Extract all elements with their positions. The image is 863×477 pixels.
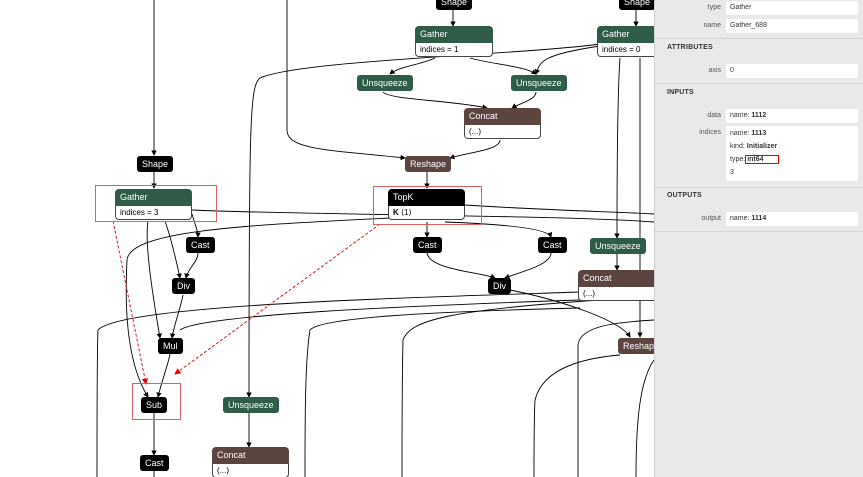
- reshape-node-mid[interactable]: Reshape: [405, 156, 452, 172]
- attributes-header: ATTRIBUTES: [667, 44, 713, 51]
- indices-input-value[interactable]: name: 1113 kind: Initializer type:int64 …: [726, 126, 858, 181]
- gather-node-indices-1[interactable]: Gather indices = 1: [415, 26, 493, 57]
- edge: [426, 252, 496, 279]
- gather-node-indices-0[interactable]: Gather indices = 0: [597, 26, 654, 57]
- indices-input-label: indices: [699, 129, 721, 136]
- edge: [191, 213, 201, 238]
- cast-node-bottom[interactable]: Cast: [140, 455, 169, 471]
- data-input-label: data: [707, 112, 721, 119]
- annotation-arrow: [174, 223, 381, 375]
- unsqueeze-node-b[interactable]: Unsqueeze: [511, 75, 567, 91]
- highlight-box-gather: [95, 185, 217, 222]
- div-node-a[interactable]: Div: [172, 278, 195, 294]
- concat-node-top[interactable]: Concat (...): [464, 108, 541, 139]
- edge: [577, 319, 654, 477]
- reshape-node-right[interactable]: Reshape: [618, 338, 654, 354]
- type-highlight: int64: [745, 155, 779, 164]
- edge: [533, 354, 621, 477]
- highlight-box-sub: [132, 383, 181, 420]
- shape-node-top-2[interactable]: Shape: [619, 0, 654, 10]
- data-input-value[interactable]: name: 1112: [726, 109, 858, 123]
- edge: [156, 353, 171, 398]
- name-value[interactable]: Gather_688: [726, 19, 858, 33]
- edge: [179, 299, 581, 331]
- type-label: type: [707, 4, 721, 11]
- edge: [164, 220, 182, 279]
- separator: [655, 83, 863, 84]
- edge: [444, 221, 553, 238]
- concat-node-right[interactable]: Concat (...): [578, 270, 654, 301]
- shape-node-top-1[interactable]: Shape: [436, 0, 473, 10]
- edge: [511, 91, 537, 109]
- edge: [534, 45, 601, 75]
- edge: [125, 217, 391, 398]
- edge: [146, 220, 162, 339]
- edge: [286, 0, 406, 161]
- edge: [464, 204, 654, 215]
- unsqueeze-node-c[interactable]: Unsqueeze: [590, 238, 646, 254]
- edge: [304, 307, 581, 477]
- edge: [635, 359, 654, 477]
- separator: [655, 231, 863, 232]
- edge: [401, 299, 601, 477]
- annotation-arrow: [112, 220, 149, 385]
- separator: [655, 187, 863, 188]
- gather-node-indices-3[interactable]: Gather indices = 3: [115, 189, 192, 220]
- topk-node[interactable]: TopK K ⟨1⟩: [388, 189, 465, 220]
- edge: [469, 57, 537, 75]
- highlight-box-topk: [373, 186, 482, 225]
- edge: [389, 57, 436, 75]
- cast-node-c[interactable]: Cast: [538, 237, 567, 253]
- shape-node-left[interactable]: Shape: [137, 156, 174, 172]
- axis-label: axis: [708, 67, 721, 74]
- edge: [382, 91, 488, 110]
- edge: [96, 291, 581, 477]
- unsqueeze-node-d[interactable]: Unsqueeze: [223, 397, 279, 413]
- unsqueeze-node-a[interactable]: Unsqueeze: [357, 75, 413, 91]
- outputs-header: OUTPUTS: [667, 192, 702, 199]
- concat-node-bottom[interactable]: Concat (...): [212, 447, 289, 477]
- output-label: output: [701, 215, 721, 222]
- div-node-b[interactable]: Div: [488, 278, 511, 294]
- edge: [184, 252, 199, 279]
- sub-node[interactable]: Sub: [141, 397, 168, 413]
- graph-canvas[interactable]: Shape Shape Gather indices = 1 Gather in…: [0, 0, 654, 477]
- type-value[interactable]: Gather: [726, 1, 858, 15]
- cast-node-b[interactable]: Cast: [413, 237, 442, 253]
- name-label: name: [703, 22, 721, 29]
- output-value[interactable]: name: 1114: [726, 212, 858, 226]
- edge: [170, 294, 184, 339]
- cast-node-a[interactable]: Cast: [186, 237, 215, 253]
- mul-node[interactable]: Mul: [158, 338, 183, 354]
- edge: [614, 57, 621, 239]
- edge: [449, 139, 501, 160]
- properties-panel: type Gather name Gather_688 ATTRIBUTES a…: [654, 0, 863, 477]
- axis-value[interactable]: 0: [726, 64, 858, 78]
- edge: [504, 252, 552, 279]
- separator: [655, 38, 863, 39]
- inputs-header: INPUTS: [667, 89, 694, 96]
